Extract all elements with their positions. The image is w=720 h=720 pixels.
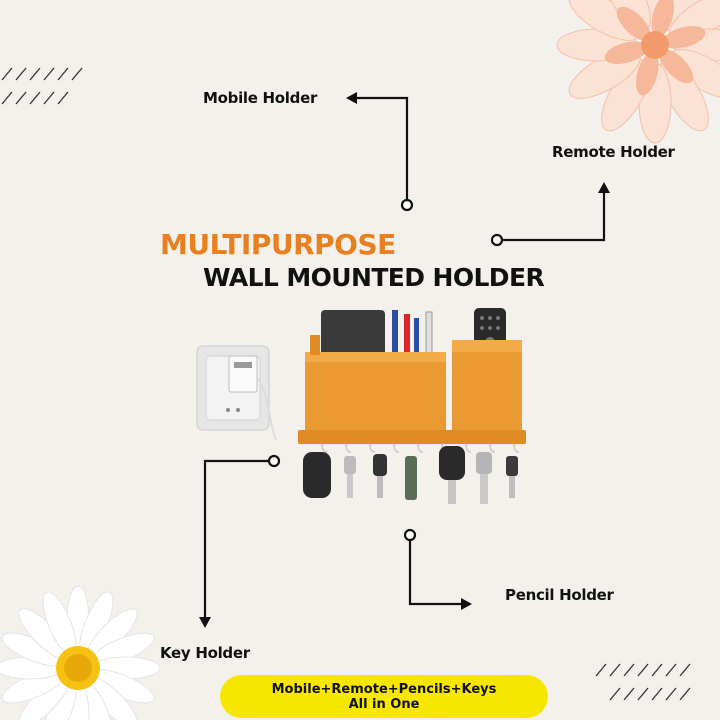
label-remote-holder: Remote Holder [552,143,675,161]
dahlia-flower-icon [556,0,720,144]
hatch-decoration-bottom-right [595,663,691,701]
title-multipurpose: MULTIPURPOSE [160,228,396,261]
hatch-decoration-top-left [1,67,83,105]
feature-banner: Mobile+Remote+Pencils+Keys All in One [220,675,548,718]
daisy-flower-icon [0,585,161,720]
wall-socket-icon [196,345,277,441]
banner-line-1: Mobile+Remote+Pencils+Keys [271,681,497,697]
label-key-holder: Key Holder [160,644,250,662]
callout-lines [203,96,606,620]
wall-holder-illustration [298,308,526,453]
label-pencil-holder: Pencil Holder [505,586,614,604]
banner-line-2: All in One [348,696,420,712]
callout-arrowheads [199,92,610,628]
key-icon [303,446,518,504]
callout-dots [267,198,504,542]
label-mobile-holder: Mobile Holder [203,89,318,107]
title-wall-mounted-holder: WALL MOUNTED HOLDER [203,263,545,292]
